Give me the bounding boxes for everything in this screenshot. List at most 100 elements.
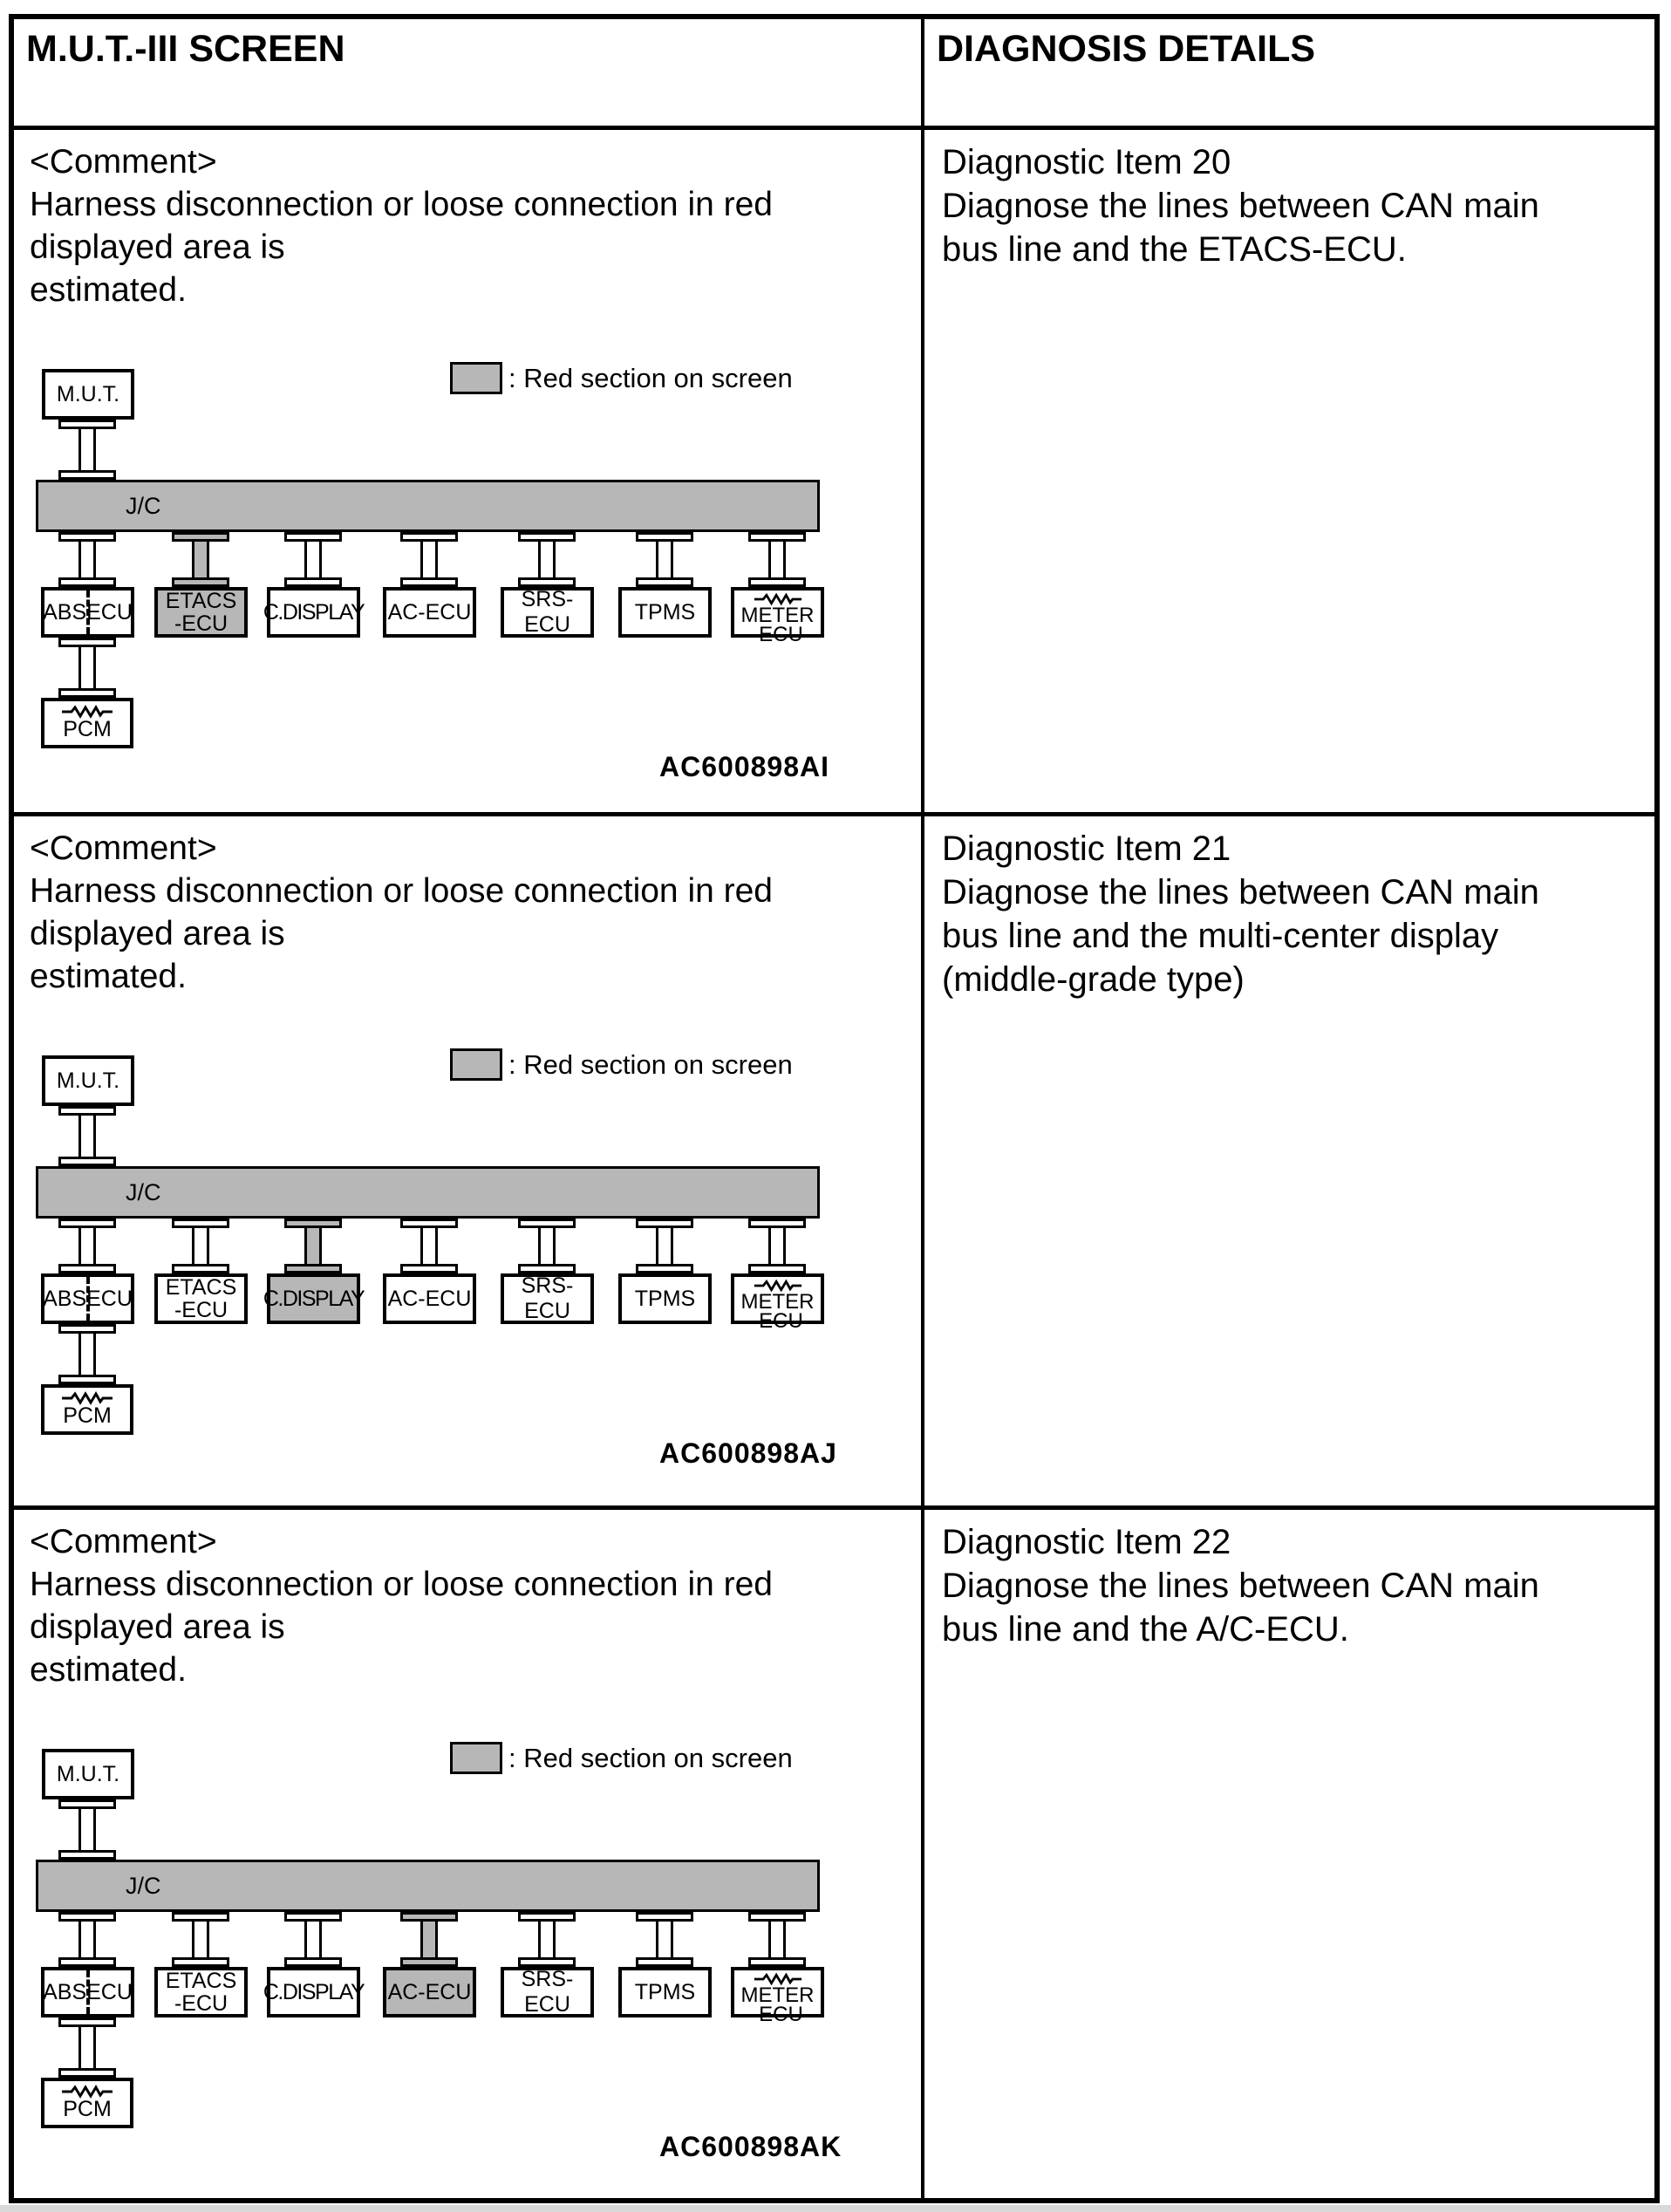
diagnosis-line: bus line and the multi-center display	[942, 917, 1499, 955]
comment-block: <Comment> Harness disconnection or loose…	[14, 816, 921, 1008]
connector-nub	[284, 577, 342, 587]
figure-code: AC600898AJ	[659, 1437, 837, 1469]
connector-channel	[538, 1922, 556, 1957]
connector-tpms	[636, 1912, 693, 1967]
connector-nub	[636, 1957, 693, 1967]
connector-channel	[78, 1922, 96, 1957]
connector-nub	[58, 1799, 116, 1809]
resistor-icon	[754, 592, 801, 606]
red-section-swatch	[450, 362, 502, 394]
connector-nub	[400, 577, 458, 587]
header-mut-screen: M.U.T.-III SCREEN	[14, 19, 924, 126]
connector-nub	[172, 1264, 229, 1273]
diagnostic-item-title: Diagnostic Item 22	[942, 1523, 1231, 1561]
etacs-ecu-box: ETACS -ECU	[154, 1967, 248, 2017]
connector-srsecu	[518, 532, 576, 587]
comment-line: estimated.	[30, 271, 187, 309]
pcm-box: PCM	[41, 2078, 133, 2128]
connector-nub	[748, 532, 806, 542]
can-bus-diagram: : Red section on screen M.U.T. J/C ABS E…	[14, 130, 921, 812]
connector-srsecu	[518, 1219, 576, 1273]
connector-nub	[58, 2068, 116, 2078]
legend-label: : Red section on screen	[508, 1742, 793, 1773]
connector-channel	[78, 2027, 96, 2068]
mut-box: M.U.T.	[42, 1749, 134, 1799]
table-row: <Comment> Harness disconnection or loose…	[14, 812, 1654, 1505]
etacs-label: -ECU	[174, 1298, 228, 1322]
connector-nub	[58, 1324, 116, 1334]
connector-nub	[400, 1912, 458, 1922]
cdisplay-label: C.DISPLAY	[263, 1286, 365, 1311]
srs-ecu-label: SRS-ECU	[521, 1273, 574, 1323]
connector-nub	[58, 1264, 116, 1273]
ac-ecu-label: AC-ECU	[387, 1979, 472, 2004]
etacs-label: -ECU	[174, 611, 228, 636]
srs-ecu-box: SRS-ECU	[501, 587, 594, 638]
connector-nub	[284, 1957, 342, 1967]
ecu-label: ECU	[86, 1286, 133, 1311]
meter-label: -ECU	[752, 1309, 803, 1333]
connector-nub	[518, 1264, 576, 1273]
comment-line: estimated.	[30, 958, 187, 995]
connector-channel	[192, 1922, 209, 1957]
connector-channel	[304, 1922, 322, 1957]
resistor-icon	[62, 705, 113, 719]
comment-line: <Comment>	[30, 830, 217, 867]
connector-nub	[58, 1157, 116, 1166]
connector-nub	[284, 1264, 342, 1273]
connector-channel	[768, 1922, 786, 1957]
mut-label: M.U.T.	[56, 1068, 120, 1093]
dashed-divider	[85, 591, 90, 634]
connector-pcm	[58, 638, 116, 698]
abs-label: ABS	[43, 1979, 87, 2004]
mut-box: M.U.T.	[42, 369, 134, 420]
connector-nub	[518, 1219, 576, 1228]
comment-line: displayed area is	[30, 1608, 285, 1646]
etacs-label: -ECU	[174, 1991, 228, 2016]
diagnosis-text: Diagnostic Item 22 Diagnose the lines be…	[924, 1510, 1654, 1662]
cdisplay-box: C.DISPLAY	[263, 1967, 365, 2017]
srs-ecu-label: SRS-ECU	[521, 587, 574, 637]
mut-screen-cell: <Comment> Harness disconnection or loose…	[14, 816, 924, 1505]
connector-channel	[78, 647, 96, 688]
meter-ecu-box: METER -ECU	[731, 1967, 824, 2025]
cdisplay-label: C.DISPLAY	[263, 1979, 365, 2004]
jc-label: J/C	[126, 1178, 161, 1205]
connector-nub	[636, 1219, 693, 1228]
connector-abs	[58, 532, 116, 587]
legend-label: : Red section on screen	[508, 362, 793, 393]
connector-nub	[518, 1957, 576, 1967]
pcm-label: PCM	[63, 1403, 112, 1428]
pcm-label: PCM	[63, 717, 112, 741]
srs-ecu-label: SRS-ECU	[521, 1967, 574, 2017]
connector-abs	[58, 1219, 116, 1273]
red-section-swatch	[450, 1742, 502, 1774]
connector-channel	[656, 1228, 673, 1264]
jc-label: J/C	[126, 492, 161, 519]
connector-nub	[400, 1264, 458, 1273]
can-bus-diagram: : Red section on screen M.U.T. J/C ABS E…	[14, 1510, 921, 2198]
legend: : Red section on screen	[450, 1742, 793, 1774]
ac-ecu-box: AC-ECU	[383, 587, 476, 638]
figure-code: AC600898AK	[659, 2131, 842, 2162]
connector-channel	[304, 1228, 322, 1264]
comment-line: Harness disconnection or loose connectio…	[30, 1566, 774, 1603]
jc-bus-bar: J/C	[36, 1166, 820, 1219]
connector-channel	[78, 542, 96, 577]
diagnosis-line: Diagnose the lines between CAN main	[942, 187, 1539, 225]
connector-channel	[538, 1228, 556, 1264]
connector-nub	[58, 420, 116, 429]
connector-mut-jc	[58, 1799, 116, 1860]
diagnosis-cell: Diagnostic Item 22 Diagnose the lines be…	[924, 1510, 1654, 2198]
meter-label: METER	[740, 1290, 815, 1314]
connector-channel	[78, 429, 96, 470]
connector-nub	[284, 532, 342, 542]
dashed-divider	[85, 1970, 90, 2014]
connector-channel	[78, 1116, 96, 1157]
srs-ecu-box: SRS-ECU	[501, 1273, 594, 1324]
meter-label: -ECU	[752, 2003, 803, 2026]
mut-screen-cell: <Comment> Harness disconnection or loose…	[14, 1510, 924, 2198]
abs-ecu-box: ABS ECU	[41, 1967, 134, 2017]
connector-nub	[58, 532, 116, 542]
comment-line: Harness disconnection or loose connectio…	[30, 872, 774, 910]
